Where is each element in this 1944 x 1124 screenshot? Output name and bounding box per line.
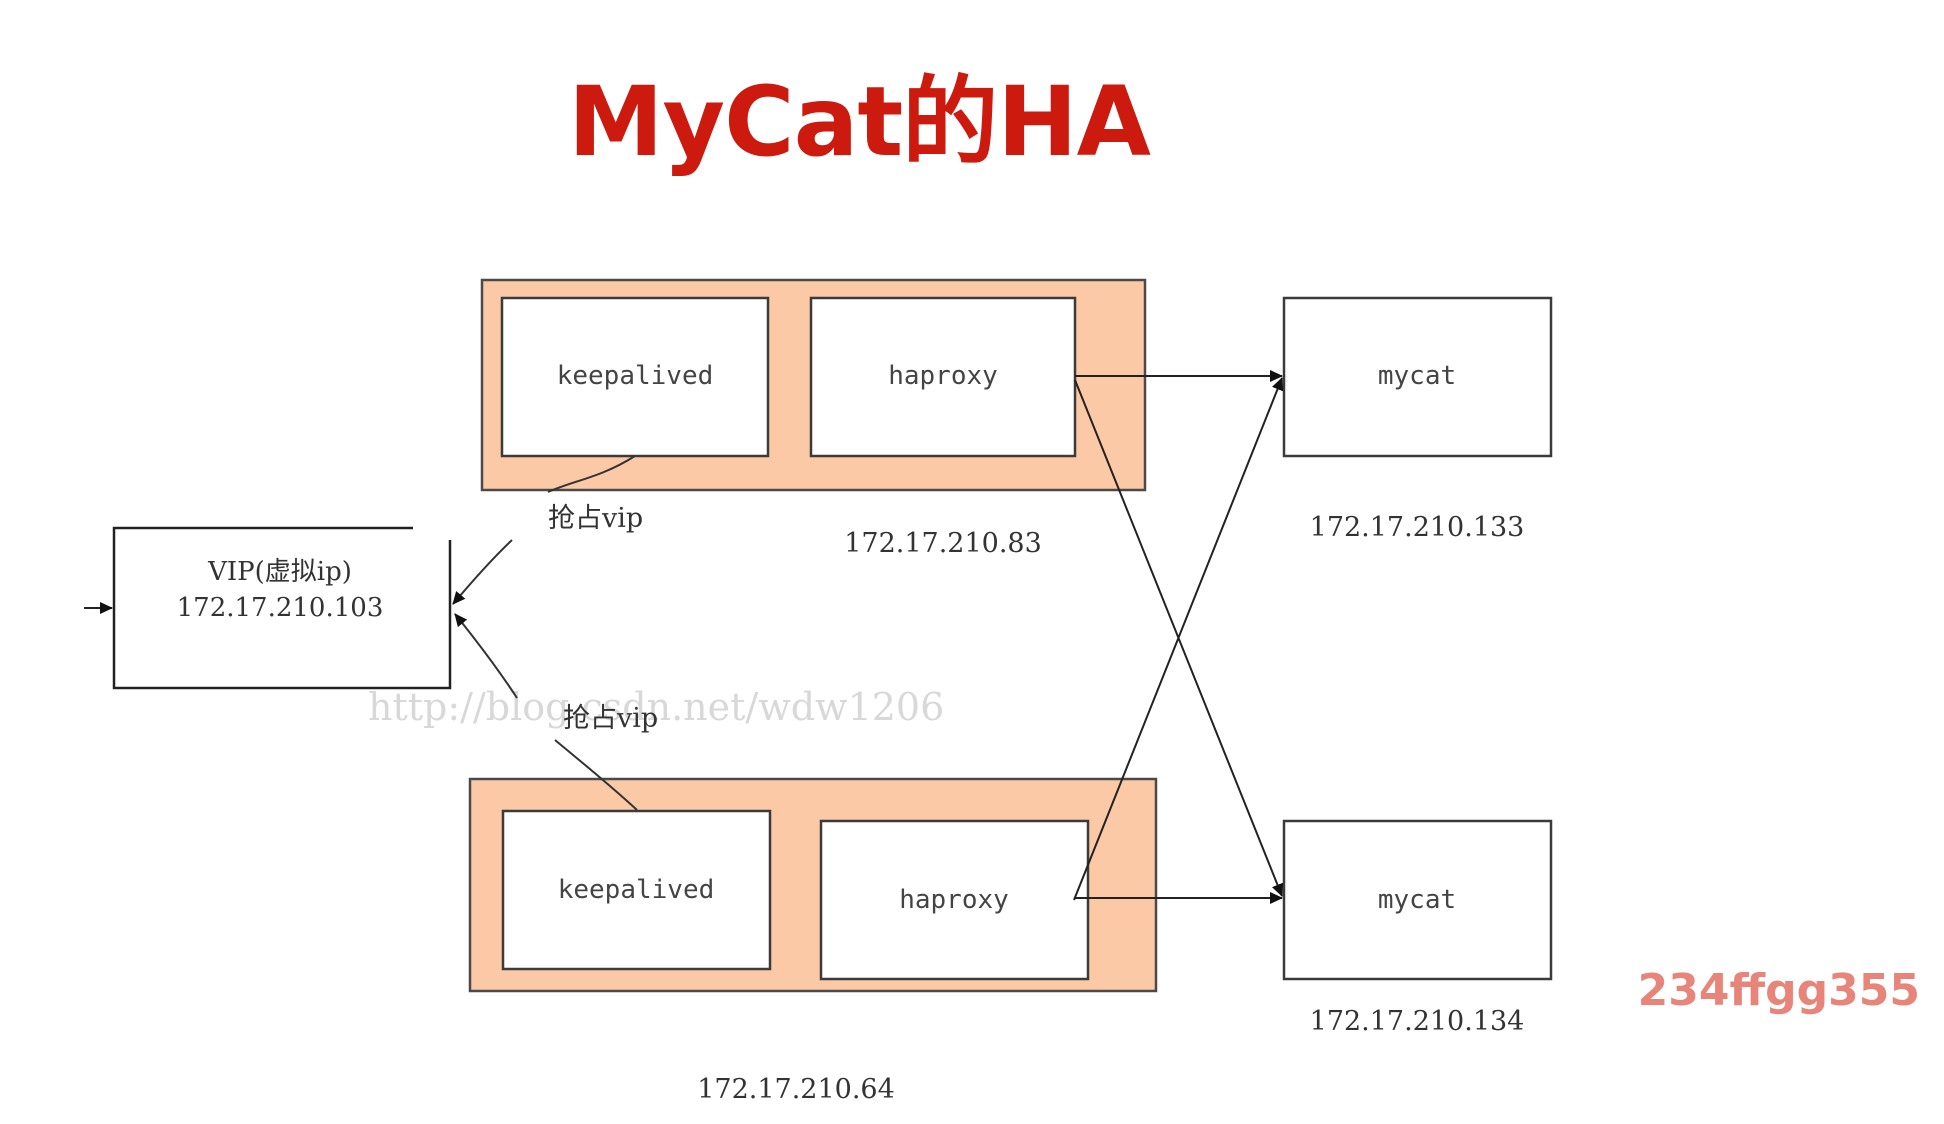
host-2-keepalived-box <box>501 809 772 971</box>
mycat-1-ip: 172.17.210.133 <box>1310 512 1525 543</box>
faint-watermark: http://blog.csdn.net/wdw1206 <box>368 685 944 729</box>
host-2: keepalived haproxy 172.17.210.64 <box>468 777 1158 1105</box>
vip-box <box>112 526 452 690</box>
mycat-2-box <box>1282 819 1553 981</box>
host-2-keepalived-label: keepalived <box>558 875 715 905</box>
grab-vip-label-top: 抢占vip <box>548 503 643 534</box>
mycat-1-box <box>1282 296 1553 458</box>
mycat-2: mycat 172.17.210.134 <box>1282 819 1553 1037</box>
mycat-1: mycat 172.17.210.133 <box>1282 296 1553 543</box>
host-1-haproxy-label: haproxy <box>888 361 998 391</box>
keepalived-2-link <box>554 739 638 811</box>
vip-node: VIP(虚拟ip) 172.17.210.103 <box>112 526 452 690</box>
haproxy2-to-mycat1 <box>1073 377 1284 901</box>
host-2-haproxy-label: haproxy <box>899 885 1009 915</box>
vip-ip: 172.17.210.103 <box>177 593 384 623</box>
host-1-ip: 172.17.210.83 <box>844 528 1042 559</box>
host-1: keepalived haproxy 172.17.210.83 <box>480 278 1147 559</box>
mycat-2-label: mycat <box>1378 885 1456 915</box>
grab-vip-arrow-top <box>452 539 513 605</box>
mycat-2-ip: 172.17.210.134 <box>1310 1006 1525 1037</box>
corner-watermark: 234ffgg355 <box>1637 965 1920 1016</box>
host-1-haproxy-box <box>809 296 1077 458</box>
keepalived-1-link <box>547 455 636 493</box>
vip-label: VIP(虚拟ip) <box>207 557 352 587</box>
host-1-keepalived-label: keepalived <box>557 361 714 391</box>
page-title: MyCat的HA <box>568 66 1151 178</box>
grab-vip-label-bottom: 抢占vip <box>563 703 658 734</box>
host-2-haproxy-box <box>819 819 1090 981</box>
host-1-keepalived-box <box>500 296 770 458</box>
host-2-ip: 172.17.210.64 <box>697 1074 895 1105</box>
grab-vip-arrow-bottom <box>454 613 518 699</box>
mycat-1-label: mycat <box>1378 361 1456 391</box>
